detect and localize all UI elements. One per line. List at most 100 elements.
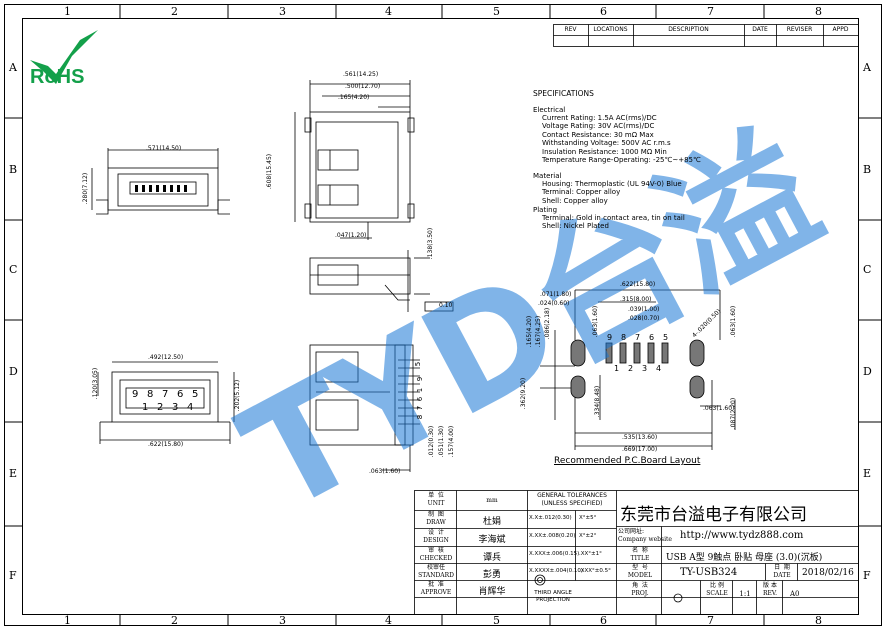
side-pin-1: 1 [416,387,425,393]
front-bottom-pin-3: 3 [172,402,179,413]
dim-side-pin-1: .012(0.30) [428,425,436,458]
grid-row-F-right: F [863,569,871,582]
pcb-063a: .063(1.60) [592,305,600,338]
dim-front-bottom-height-right: .202(5.12) [234,379,242,412]
side-pin-6: 6 [416,396,425,402]
grid-row-A-left: A [9,61,17,74]
pcb-167: .167(4.25) [535,315,543,348]
locations-header: LOCATIONS [593,26,628,33]
design-value: 李海斌 [478,535,506,545]
grid-row-C-right: C [863,263,872,276]
grid-row-B-left: B [9,163,18,176]
spec-plating-item-1: Shell: Nickel Plated [542,222,609,231]
front-bottom-pin-7: 7 [162,389,169,400]
pcb-layout [540,289,736,450]
tol-2b: X°±2° [579,533,597,539]
grid-col-2-top: 2 [171,5,178,18]
grid-col-3-bottom: 3 [279,614,286,627]
grid-col-2-bottom: 2 [171,614,178,627]
spec-material-item-1: Terminal: Copper alloy [542,188,621,197]
pcb-028: .028(0.70) [628,315,660,322]
front-bottom-pin-6: 6 [177,389,184,400]
spec-electrical-title: Electrical [533,106,566,114]
dim-top-width-2: .500(12.70) [345,83,381,90]
approve-label: 批 准 APPROVE [420,581,452,596]
spec-electrical-item-5: Temperature Range-Operating: -25℃~+85℃ [542,156,701,165]
tol-4a: X.XXXX±.004(0.10) [529,568,583,574]
grid-col-4-bottom: 4 [385,614,392,627]
pcb-071: .071(1.80) [540,291,572,298]
name-value: USB A型 9触点 卧贴 母座 (3.0)(沉板) [666,553,823,563]
grid-row-F-left: F [9,569,17,582]
pcb-title: Recommended P.C.Board Layout [554,456,701,466]
spec-plating-list: Terminal: Gold in contact area, tin on t… [542,214,685,231]
grid-col-5-bottom: 5 [493,614,500,627]
draw-value: 杜娟 [482,517,501,527]
scale-value: 1:1 [739,590,751,598]
pcb-pads [570,339,705,399]
dim-top-height: .608(15.45) [266,153,274,190]
standard-label: 校审任 STANDARD [418,564,454,579]
appd-header: APPD [832,26,849,33]
name-label: 名 称 TITLE [630,547,650,562]
pcb-top-width: .622(15.80) [620,281,656,288]
website-value: http://www.tydz888.com [680,530,804,541]
grid-col-8-top: 8 [815,5,822,18]
pcb-pin-9: 9 [607,333,613,342]
pcb-pin-3: 3 [642,364,648,373]
reviser-header: REVISER [786,26,813,33]
pcb-039: .039(1.00) [628,306,660,313]
side-pin-5: 5 [414,361,423,367]
dim-top-width-1: .561(14.25) [343,71,379,78]
grid-col-4-top: 4 [385,5,392,18]
draw-label: 制 图 DRAW [426,511,446,526]
front-bottom-pin-4: 4 [187,402,194,413]
pcb-087: .087(2.20) [730,397,738,430]
unit-label: 单 位 UNIT [427,492,445,507]
side-pin-7: 7 [416,405,425,411]
checked-value: 谭兵 [482,553,501,563]
grid-row-D-left: D [9,365,18,378]
date-label: 日 期 DATE [773,564,791,579]
grid-col-6-bottom: 6 [600,614,607,627]
tol-1a: X.X±.012(0.30) [529,515,572,521]
tolerance-title: GENERAL TOLERANCES (UNLESS SPECIFIED) [537,492,607,507]
model-value: TY-USB324 [680,567,738,578]
pcb-362: .362(9.20) [520,377,528,410]
grid-row-C-left: C [9,263,18,276]
dim-side-height: .138(3.50) [427,227,435,260]
grid-col-8-bottom: 8 [815,614,822,627]
spec-electrical-item-0: Current Rating: 1.5A AC(rms)/DC [542,114,657,122]
spec-electrical-item-4: Insulation Resistance: 1000 MΩ Min [542,147,667,156]
pcb-063c: .063(1.60) [703,405,735,412]
rev-label: 版 本 REV. [762,582,778,597]
dim-front-bottom-width-bottom: .622(15.80) [148,441,184,448]
company-name: 东莞市台溢电子有限公司 [620,505,807,525]
spec-title: SPECIFICATIONS [533,89,594,98]
dim-top-bottom: .047(1.20) [335,232,367,239]
tol-4b: .XXX°±0.5° [579,568,611,574]
front-view-top-pins [135,185,187,192]
pcb-669: .669(17.00) [622,446,658,453]
dim-front-height: .280(7.12) [82,172,90,205]
scale-label: 比 例 SCALE [706,582,728,597]
rohs-text: RoHS [30,66,85,88]
spec-plating-title: Plating [533,206,558,214]
dim-front-width: .571(14.50) [146,145,182,152]
outer-frame [4,4,882,626]
website-label: 公司网址: Company website [618,528,672,543]
dim-front-bottom-width-top: .492(12.50) [148,354,184,361]
side-pin-9: 9 [416,376,425,382]
tol-2a: X.XX±.008(0.20) [529,533,576,539]
angle-label: 角 法 PROJ. [631,582,649,597]
rev-value: A0 [790,590,800,598]
side-view [309,250,454,312]
front-view-top [91,148,230,215]
pcb-315: .315(8.00) [620,296,652,303]
pcb-165: .165(4.20) [526,315,534,348]
dim-side-pin-3: .157(4.00) [448,425,456,458]
pcb-pin-5: 5 [663,333,669,342]
front-bottom-pin-2: 2 [157,402,164,413]
